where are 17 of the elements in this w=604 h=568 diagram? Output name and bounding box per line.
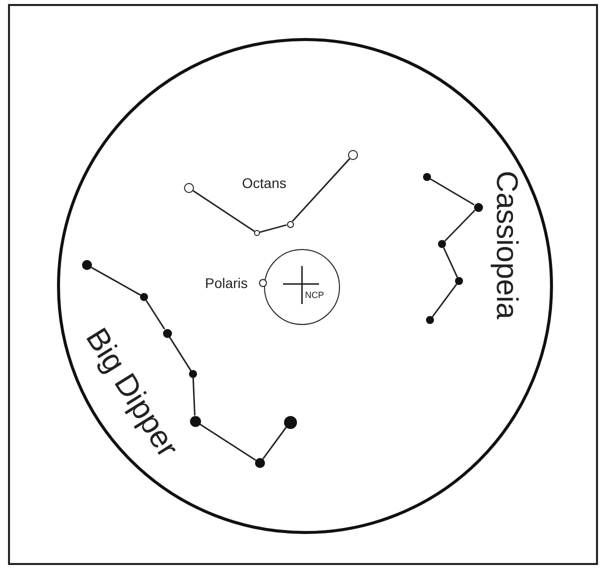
constellation-line <box>192 190 255 232</box>
constellation-line <box>199 423 256 461</box>
constellation-line <box>444 210 476 242</box>
constellation-line <box>146 300 166 330</box>
constellation-line <box>260 224 287 233</box>
constellation-name: Octans <box>242 176 286 190</box>
constellation-line <box>442 247 458 278</box>
constellation-line <box>262 426 287 460</box>
constellation-line <box>91 266 141 296</box>
pole-label: NCP <box>305 291 324 300</box>
constellation-name: Cassiopeia <box>491 170 522 320</box>
constellation-line <box>292 158 350 222</box>
constellation-line <box>432 284 458 318</box>
constellation-name: Polaris <box>205 276 248 290</box>
constellation-line <box>192 378 196 416</box>
constellation-line <box>430 178 474 206</box>
constellation-line <box>168 336 192 372</box>
